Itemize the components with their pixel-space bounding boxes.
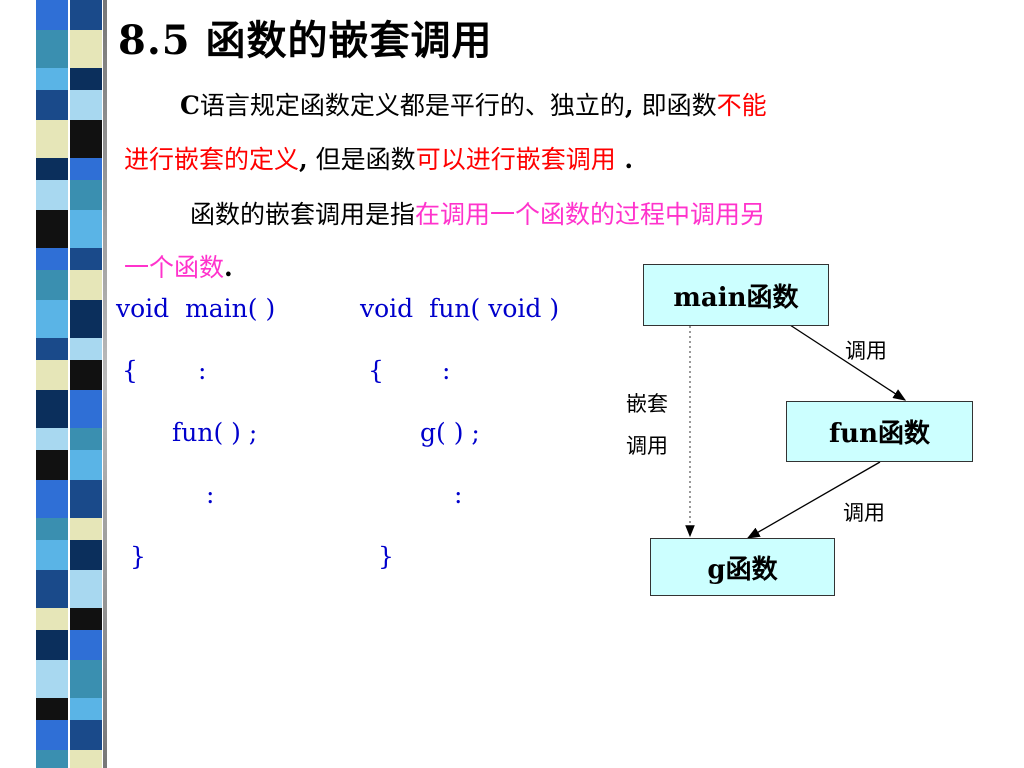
stripe-block [70,570,102,608]
stripe-block [70,540,102,570]
stripe-block [36,608,68,630]
para1-comma-2: , [299,145,308,174]
stripe-block [36,630,68,660]
stripe-block [36,30,68,68]
stripe-block [36,270,68,300]
stripe-block [36,698,68,720]
stripe-block [70,120,102,158]
stripe-block [36,428,68,450]
stripe-block [36,390,68,428]
stripe-block [70,270,102,300]
para1-text-1: 语言规定函数定义都是平行的、独立的 [199,91,625,120]
para1-period: . [615,145,634,174]
stripe-block [70,30,102,68]
stripe-block [36,450,68,480]
stripe-block [36,210,68,248]
stripe-block [70,660,102,698]
stripe-block [36,158,68,180]
stripe-block [70,608,102,630]
para1-highlight-2: 进行嵌套的定义 [124,145,300,174]
stripe-block [70,90,102,120]
stripe-block [36,720,68,750]
stripe-block [36,540,68,570]
stripe-block [36,90,68,120]
stripe-block [70,360,102,390]
code-fun-dots-2: : [454,480,463,509]
stripe-block [36,120,68,158]
stripe-block [70,450,102,480]
main-function-box: main函数 [643,264,829,326]
para1-comma-1: , [624,91,634,120]
stripe-block [70,300,102,338]
slide-title: 8.5 函数的嵌套调用 [118,17,493,64]
call-label-1: 调用 [845,339,887,363]
stripe-block [36,180,68,210]
code-fun-dots-1: : [442,356,451,385]
stripe-block [70,750,102,768]
stripe-column-left [36,0,68,768]
code-main-brace-close: } [130,542,146,571]
stripe-block [36,300,68,338]
para2-highlight-2: 一个函数 [124,253,225,282]
code-fun-header: void fun( void ) [360,294,560,323]
nested-label-1: 嵌套 [626,392,668,416]
stripe-block [70,698,102,720]
code-main-dots-2: : [206,480,215,509]
stripe-block [36,660,68,698]
code-main-brace-open: { [122,356,138,385]
stripe-block [70,248,102,270]
decorative-stripe-bar [0,0,107,768]
stripe-block [36,68,68,90]
code-fun-call: g( ) ; [420,418,480,447]
paragraph-1-line-1: C语言规定函数定义都是平行的、独立的, 即函数不能 [180,86,767,122]
g-function-box: g函数 [650,538,835,596]
stripe-block [70,180,102,210]
stripe-block [70,0,102,30]
stripe-block [70,210,102,248]
stripe-block [36,0,68,30]
stripe-block [36,248,68,270]
para1-text-2: 即函数 [633,91,717,120]
stripe-column-right [70,0,102,768]
para2-period: . [224,253,233,282]
code-main-call: fun( ) ; [172,418,258,447]
stripe-block [70,158,102,180]
paragraph-2-line-1: 函数的嵌套调用是指在调用一个函数的过程中调用另 [190,195,765,231]
code-main-dots-1: : [198,356,207,385]
stripe-block [36,480,68,518]
c-letter: C [180,91,200,120]
stripe-block [70,68,102,90]
stripe-block [70,518,102,540]
call-label-2: 调用 [843,501,885,525]
stripe-block [70,720,102,750]
arrow-fun-to-g [746,461,881,539]
paragraph-2-line-2: 一个函数. [124,248,233,284]
stripe-edge [103,0,107,768]
paragraph-1-line-2: 进行嵌套的定义, 但是函数可以进行嵌套调用 . [124,140,633,176]
stripe-block [36,570,68,608]
para2-highlight-1: 在调用一个函数的过程中调用另 [415,200,766,229]
code-fun-brace-close: } [378,542,394,571]
code-main-header: void main( ) [116,294,276,323]
stripe-block [70,390,102,428]
fun-function-box: fun函数 [786,401,973,462]
para2-text-1: 函数的嵌套调用是指 [190,200,416,229]
arrow-main-to-fun [789,324,907,401]
stripe-block [70,338,102,360]
stripe-block [36,360,68,390]
stripe-block [36,750,68,768]
stripe-block [70,428,102,450]
para1-text-3: 但是函数 [307,145,416,174]
code-fun-brace-open: { [368,356,384,385]
para1-highlight-3: 可以进行嵌套调用 [415,145,616,174]
stripe-block [70,630,102,660]
nested-label-2: 调用 [626,434,668,458]
stripe-block [70,480,102,518]
para1-highlight-1: 不能 [716,91,767,120]
stripe-block [36,518,68,540]
stripe-block [36,338,68,360]
